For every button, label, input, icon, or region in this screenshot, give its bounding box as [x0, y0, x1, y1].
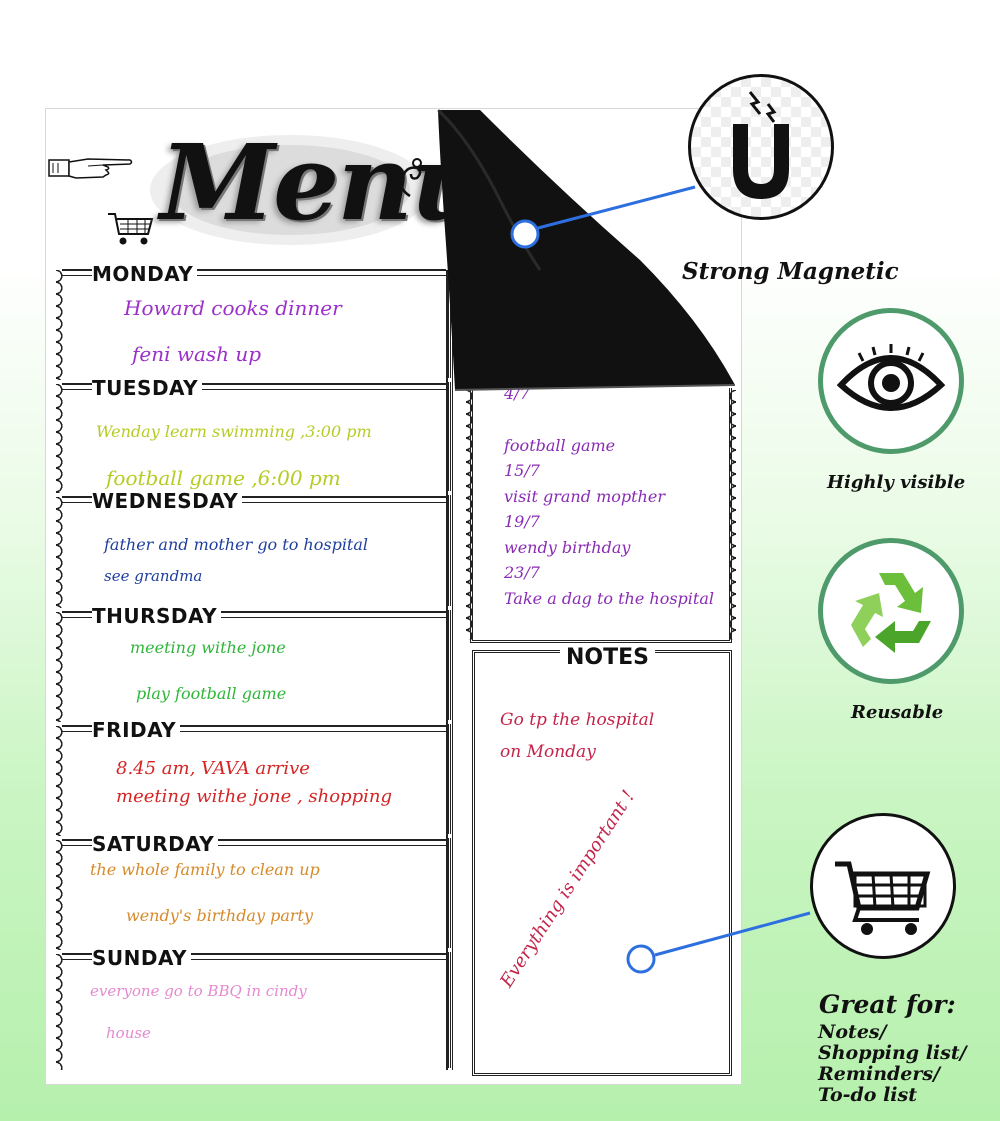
calendar-entry: football game	[504, 435, 616, 455]
day-left-border	[56, 497, 70, 608]
day-note: Howard cooks dinner	[124, 296, 342, 320]
day-label: SUNDAY	[92, 946, 192, 970]
day-header-rule	[62, 953, 446, 960]
great-for-list: Notes/ Shopping list/ Reminders/ To-do l…	[818, 1022, 967, 1106]
day-label: WEDNESDAY	[92, 489, 243, 513]
day-note: wendy's birthday party	[126, 906, 313, 925]
magnet-icon	[733, 91, 789, 199]
great-for-heading: Great for:	[819, 990, 956, 1019]
calendar-entry: Take a dag to the hospital	[504, 588, 714, 608]
day-note: father and mother go to hospital	[104, 535, 369, 554]
day-note: feni wash up	[132, 342, 262, 366]
recycle-icon	[851, 573, 931, 653]
calendar-entry: visit grand mopther	[504, 486, 665, 506]
pointing-hand-icon	[48, 158, 133, 179]
day-note: meeting withe jone	[130, 638, 286, 657]
swirl-decoration-icon	[399, 158, 422, 198]
day-note: Wenday learn swimming ,3:00 pm	[96, 422, 372, 441]
day-header-rule	[62, 383, 446, 390]
day-note: play football game	[136, 684, 287, 703]
day-header-rule	[62, 725, 446, 732]
menu-speckle-decoration	[150, 135, 430, 245]
day-left-border	[56, 726, 70, 836]
day-note: see grandma	[104, 567, 203, 585]
day-note: the whole family to clean up	[90, 860, 320, 879]
calendar-entry: 19/7	[504, 512, 540, 531]
cart-icon	[108, 213, 154, 245]
day-note: meeting withe jone , shopping	[116, 786, 392, 807]
day-left-border	[56, 954, 70, 1070]
shopping-cart-icon	[835, 861, 931, 935]
day-header-rule	[62, 839, 446, 846]
day-header-rule	[62, 496, 446, 503]
day-label: THURSDAY	[92, 604, 222, 628]
day-note: 8.45 am, VAVA arrive	[116, 758, 310, 779]
strong-magnetic-label: Strong Magnetic	[682, 258, 899, 285]
great-for-item: To-do list	[818, 1084, 917, 1106]
day-note: house	[106, 1024, 151, 1042]
great-for-item: Reminders/	[818, 1063, 941, 1085]
day-label: MONDAY	[92, 262, 198, 286]
day-header-rule	[62, 611, 446, 618]
day-note: everyone go to BBQ in cindy	[90, 982, 307, 1000]
day-left-border	[56, 384, 70, 493]
magnet-feature-circle	[688, 74, 834, 220]
reusable-label: Reusable	[851, 702, 944, 723]
day-label: FRIDAY	[92, 718, 181, 742]
notes-title: NOTES	[560, 645, 655, 670]
notes-line-2: on Monday	[500, 742, 596, 762]
day-label: SATURDAY	[92, 832, 219, 856]
day-section	[58, 838, 451, 948]
day-left-border	[56, 612, 70, 722]
day-section	[58, 495, 451, 606]
day-section	[58, 724, 451, 834]
calendar-left-border	[466, 390, 480, 640]
cart-feature-circle	[810, 813, 956, 959]
great-for-item: Shopping list/	[818, 1042, 967, 1064]
day-header-rule	[62, 269, 446, 276]
day-left-border	[56, 840, 70, 950]
calendar-entry: 15/7	[504, 461, 540, 480]
day-left-border	[56, 270, 70, 380]
great-for-item: Notes/	[818, 1021, 887, 1043]
day-section	[58, 952, 451, 1068]
calendar-entry: wendy birthday	[504, 537, 631, 557]
day-section	[58, 610, 451, 720]
day-note: football game ,6:00 pm	[106, 466, 341, 490]
day-section	[58, 382, 451, 491]
planner-right-border	[446, 270, 453, 1070]
calendar-entry: 23/7	[504, 563, 540, 582]
day-label: TUESDAY	[92, 376, 203, 400]
recycle-feature-circle	[818, 538, 964, 684]
eye-feature-circle	[818, 308, 964, 454]
highly-visible-label: Highly visible	[827, 472, 966, 493]
day-section	[58, 268, 451, 378]
notes-line-1: Go tp the hospital	[500, 710, 655, 730]
eye-icon	[836, 344, 946, 411]
